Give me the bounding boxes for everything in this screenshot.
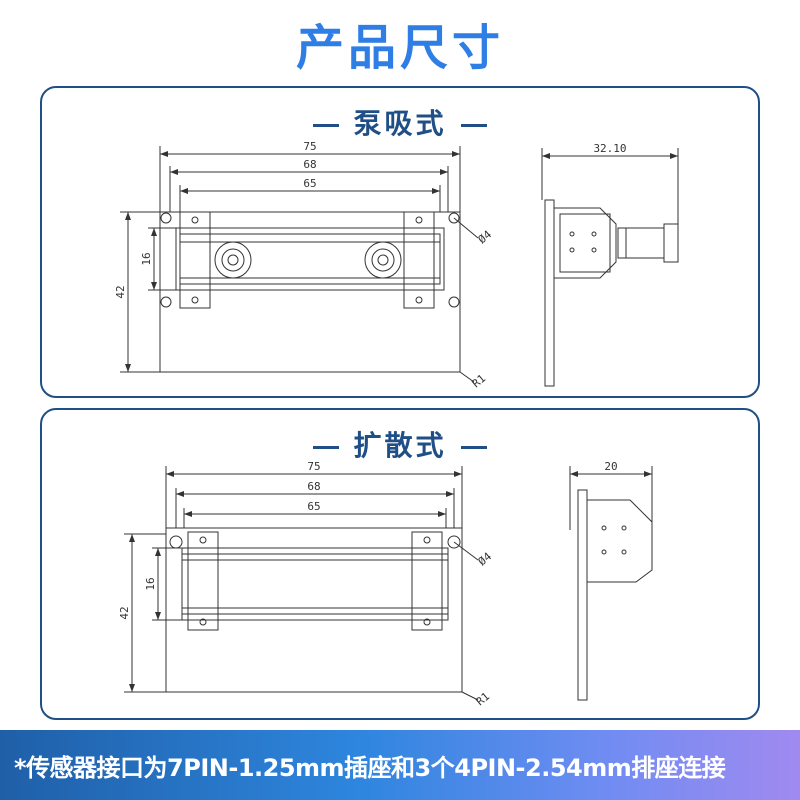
dim-height: 42 bbox=[114, 285, 127, 298]
dim-hole: Ø4 bbox=[476, 550, 495, 569]
dim-depth: 16 bbox=[144, 577, 157, 590]
heading-dash-left bbox=[313, 445, 340, 449]
footer-banner: *传感器接口为7PIN-1.25mm插座和3个4PIN-2.54mm排座连接 bbox=[0, 730, 800, 800]
heading-text: 扩散式 bbox=[353, 429, 447, 462]
dim-radius: R1 bbox=[474, 690, 493, 708]
sensor-body bbox=[181, 547, 449, 621]
dim-hole: Ø4 bbox=[476, 228, 495, 247]
sensor-body bbox=[175, 227, 445, 291]
heading-dash-right bbox=[460, 445, 487, 449]
leader-radius bbox=[459, 371, 475, 383]
board-outline bbox=[165, 527, 463, 693]
dim-inner1: 68 bbox=[307, 480, 320, 493]
mount-hole bbox=[160, 296, 172, 308]
mount-hole bbox=[448, 296, 460, 308]
dim-width: 75 bbox=[307, 460, 320, 473]
clamp-right bbox=[403, 211, 435, 309]
side-plate bbox=[577, 489, 588, 701]
side-plate bbox=[544, 199, 555, 387]
heading-dash-right bbox=[460, 123, 487, 127]
port-right bbox=[364, 241, 402, 279]
panel-heading: 扩散式 bbox=[42, 424, 758, 464]
page-title: 产品尺寸 bbox=[295, 20, 504, 76]
panel-diffusion: 扩散式 bbox=[40, 408, 760, 720]
leader-hole bbox=[453, 217, 479, 239]
dim-radius: R1 bbox=[470, 372, 489, 390]
clamp-right bbox=[411, 531, 443, 631]
heading-text: 泵吸式 bbox=[353, 107, 447, 140]
dim-depth: 16 bbox=[140, 252, 153, 265]
dim-inner1: 68 bbox=[303, 158, 316, 171]
mount-hole bbox=[169, 535, 183, 549]
dim-inner2: 65 bbox=[307, 500, 320, 513]
diffusion-drawing: 75 68 65 42 16 Ø4 R1 20 bbox=[118, 460, 653, 708]
side-connector bbox=[553, 207, 617, 279]
pump-drawing: 75 68 65 42 16 Ø4 R1 32.10 bbox=[114, 140, 679, 390]
clamp-left bbox=[179, 211, 211, 309]
board-outline bbox=[159, 211, 461, 373]
footer-note: *传感器接口为7PIN-1.25mm插座和3个4PIN-2.54mm排座连接 bbox=[14, 754, 726, 782]
mount-hole bbox=[160, 212, 172, 224]
side-fitting bbox=[617, 227, 665, 259]
dim-inner2: 65 bbox=[303, 177, 316, 190]
clamp-left bbox=[187, 531, 219, 631]
panel-pump: 泵吸式 bbox=[40, 86, 760, 398]
side-connector bbox=[586, 499, 653, 583]
dim-width: 75 bbox=[303, 140, 316, 153]
heading-dash-left bbox=[313, 123, 340, 127]
side-dim-width: 20 bbox=[604, 460, 617, 473]
side-dim-width: 32.10 bbox=[593, 142, 626, 155]
panel-heading: 泵吸式 bbox=[42, 102, 758, 142]
mount-hole bbox=[448, 212, 460, 224]
dim-height: 42 bbox=[118, 606, 131, 619]
port-left bbox=[214, 241, 252, 279]
mount-hole bbox=[447, 535, 461, 549]
